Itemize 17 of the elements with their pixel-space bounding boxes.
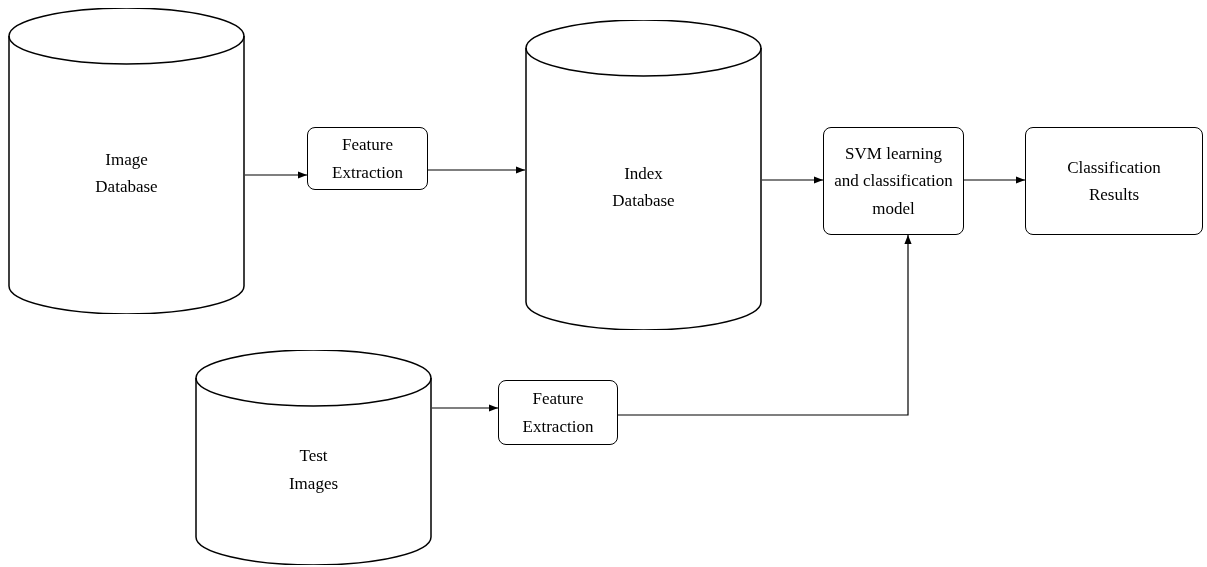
arrow [761,176,824,184]
process-box [823,127,964,235]
node-label: Image Database [94,148,159,198]
node-label: Feature Extraction [331,134,404,184]
node-label: Classification Results [1066,156,1162,206]
arrow [244,171,308,179]
arrow [617,234,912,416]
node-label: Index Database [611,162,676,212]
arrow [431,404,499,412]
process-box [307,127,428,190]
process-box [498,380,618,445]
node-label: Feature Extraction [521,388,595,438]
arrow [427,166,526,174]
process-box [1025,127,1203,235]
node-label: Test Images [287,445,340,495]
node-label: SVM learning and classification model [833,143,954,220]
arrow [963,176,1026,184]
